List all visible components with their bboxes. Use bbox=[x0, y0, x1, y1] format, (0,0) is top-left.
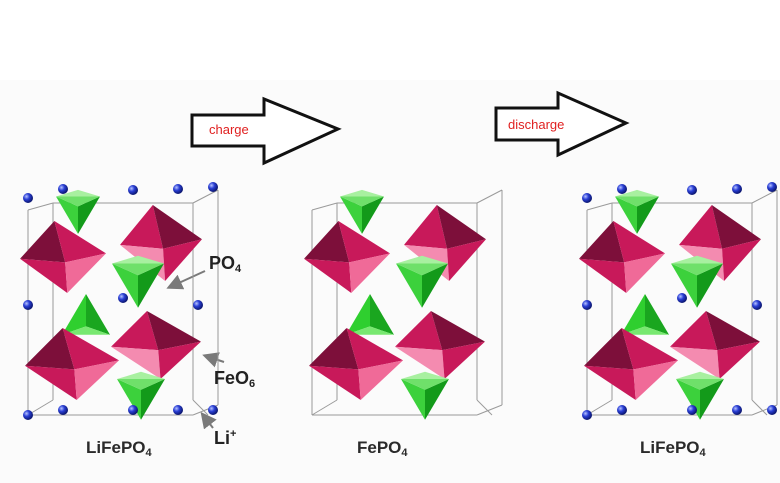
li-ion-sphere bbox=[687, 185, 697, 195]
li-ion-sphere bbox=[173, 405, 183, 415]
po4-tetrahedron bbox=[62, 294, 110, 335]
feo6-octahedron bbox=[579, 221, 665, 293]
feo6-octahedron bbox=[304, 221, 390, 293]
cell-caption-fepo4: FePO4 bbox=[357, 438, 408, 459]
li-ion-sphere bbox=[767, 182, 777, 192]
li-ion-sphere bbox=[208, 405, 218, 415]
po4-tetrahedron bbox=[56, 189, 100, 234]
li-ion-sphere bbox=[173, 184, 183, 194]
po4-tetrahedron bbox=[676, 371, 724, 420]
li-ion-sphere bbox=[732, 184, 742, 194]
li-ion-sphere bbox=[582, 410, 592, 420]
li-ion-layer bbox=[582, 182, 777, 420]
feo6-octahedron bbox=[584, 328, 678, 400]
unit-cell-3 bbox=[579, 182, 778, 420]
po4-tetrahedron bbox=[112, 255, 164, 308]
feo6-octahedron bbox=[309, 328, 403, 400]
po4-tetrahedron bbox=[401, 371, 449, 420]
unit-cell-1 bbox=[20, 182, 219, 420]
li-ion-sphere bbox=[118, 293, 128, 303]
feo6-octahedron bbox=[25, 328, 119, 400]
li-pointer-arrow bbox=[200, 411, 217, 430]
po4-tetrahedron bbox=[671, 255, 723, 308]
li-ion-sphere bbox=[617, 184, 627, 194]
li-annotation: Li+ bbox=[214, 428, 237, 448]
li-ion-sphere bbox=[23, 193, 33, 203]
unit-cell-2 bbox=[304, 189, 503, 420]
feo6-octahedron bbox=[670, 311, 760, 379]
cell-caption-lifepo4-left: LiFePO4 bbox=[86, 438, 152, 459]
top-whitespace bbox=[0, 0, 780, 80]
cell-caption-lifepo4-right: LiFePO4 bbox=[640, 438, 706, 459]
feo6-octahedron bbox=[120, 205, 202, 281]
li-ion-sphere bbox=[582, 300, 592, 310]
feo6-octahedron bbox=[395, 311, 485, 379]
li-ion-sphere bbox=[208, 182, 218, 192]
feo6-pointer-arrow bbox=[202, 352, 225, 368]
li-ion-layer bbox=[23, 182, 218, 420]
po4-tetrahedron bbox=[615, 189, 659, 234]
feo6-octahedron bbox=[679, 205, 761, 281]
li-ion-sphere bbox=[23, 410, 33, 420]
li-ion-sphere bbox=[128, 405, 138, 415]
po4-tetrahedron bbox=[117, 371, 165, 420]
li-ion-sphere bbox=[687, 405, 697, 415]
feo6-annotation: FeO6 bbox=[214, 368, 256, 390]
discharge-arrow bbox=[494, 90, 630, 158]
li-ion-sphere bbox=[677, 293, 687, 303]
li-ion-sphere bbox=[752, 300, 762, 310]
po4-tetrahedron bbox=[340, 189, 384, 234]
li-ion-sphere bbox=[58, 184, 68, 194]
li-ion-sphere bbox=[128, 185, 138, 195]
li-ion-sphere bbox=[582, 193, 592, 203]
po4-pointer-arrow bbox=[166, 270, 206, 290]
po4-tetrahedron bbox=[396, 255, 448, 308]
po4-annotation: PO4 bbox=[209, 253, 242, 275]
li-ion-sphere bbox=[193, 300, 203, 310]
li-ion-sphere bbox=[617, 405, 627, 415]
feo6-octahedron bbox=[111, 311, 201, 379]
po4-tetrahedron bbox=[346, 294, 394, 335]
discharge-label: discharge bbox=[508, 117, 565, 132]
li-ion-sphere bbox=[23, 300, 33, 310]
li-ion-sphere bbox=[732, 405, 742, 415]
li-ion-sphere bbox=[58, 405, 68, 415]
charge-label: charge bbox=[209, 122, 249, 137]
po4-tetrahedron bbox=[621, 294, 669, 335]
feo6-octahedron bbox=[404, 205, 486, 281]
feo6-octahedron bbox=[20, 221, 106, 293]
charge-arrow bbox=[190, 96, 342, 166]
li-ion-sphere bbox=[767, 405, 777, 415]
